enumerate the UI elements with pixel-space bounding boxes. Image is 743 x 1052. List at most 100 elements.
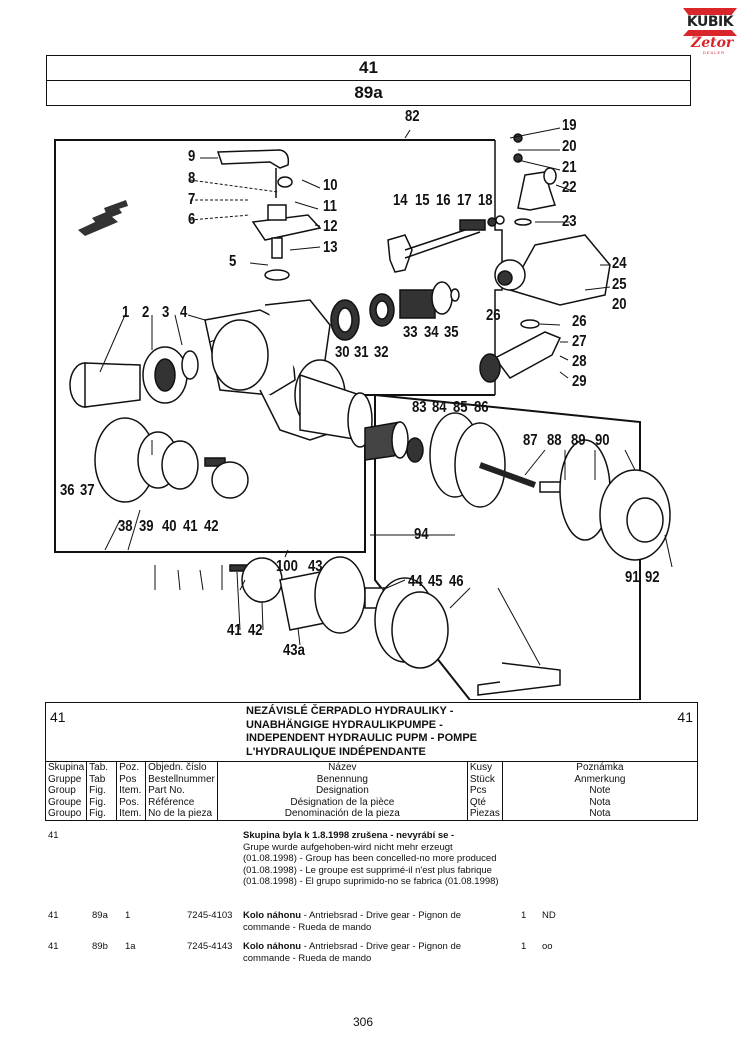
callout-25: 25: [612, 276, 627, 293]
callout-28: 28: [572, 353, 587, 370]
col-label: Denominación de la pieza: [284, 808, 400, 819]
callout-13: 13: [323, 239, 338, 256]
leader-lines: [99, 127, 673, 666]
title-line-en: INDEPENDENT HYDRAULIC PUPM - POMPE: [246, 732, 478, 744]
callout-2: 2: [142, 304, 150, 321]
bearings-part: [330, 281, 460, 341]
callout-17: 17: [457, 192, 472, 209]
col-label: Nota: [589, 796, 611, 808]
row-name-bold: Kolo náhonu: [243, 910, 302, 921]
row-name-rest: - Antriebsrad - Drive gear - Pignon de c…: [243, 910, 462, 933]
logo-brand: KUBIK: [686, 14, 734, 30]
col-label: Groupo: [48, 808, 82, 819]
callout-94: 94: [414, 526, 429, 543]
callout-32: 32: [374, 344, 389, 361]
callout-14: 14: [393, 192, 408, 209]
col-label: Qté: [469, 796, 486, 808]
col-label: Désignation de la pièce: [290, 796, 395, 808]
callout-83: 83: [412, 399, 427, 416]
callout-22: 22: [562, 179, 577, 196]
callout-8: 8: [188, 170, 196, 187]
header-group: 41: [359, 58, 378, 77]
callout-1: 1: [122, 304, 130, 321]
callout-19: 19: [562, 117, 577, 134]
col-label: Note: [589, 785, 611, 796]
group-number-left: 41: [50, 709, 66, 725]
row-name-rest: - Antriebsrad - Drive gear - Pignon de c…: [243, 941, 462, 964]
title-line-fr: L'HYDRAULIQUE INDÉPENDANTE: [246, 745, 426, 758]
callout-84: 84: [432, 399, 447, 416]
callout-31: 31: [354, 344, 369, 361]
callout-85: 85: [453, 399, 468, 416]
col-label: Tab.: [89, 762, 109, 773]
col-label: Poznámka: [576, 762, 624, 773]
col-label: No de la pieza: [148, 808, 213, 819]
suction-pipe-part: [479, 319, 562, 383]
col-label: Skupina: [48, 762, 85, 773]
callout-40: 40: [162, 518, 177, 535]
col-label: Pcs: [469, 785, 487, 796]
callout-100: 100: [276, 558, 298, 575]
col-name: Název Benennung Designation Désignation …: [216, 761, 468, 820]
row-name-bold: Skupina byla k 1.8.1998 zrušena - nevyrá…: [243, 830, 455, 841]
callout-36: 36: [60, 482, 75, 499]
row-part-no: 7245-4143: [187, 941, 233, 952]
callout-20b: 20: [612, 296, 627, 313]
group-title-row: 41 NEZÁVISLÉ ČERPADLO HYDRAULIKY - UNABH…: [46, 703, 697, 761]
page-number: 306: [353, 1015, 374, 1029]
callout-43a: 43a: [283, 642, 305, 659]
callout-11: 11: [323, 198, 337, 215]
group-title: NEZÁVISLÉ ČERPADLO HYDRAULIKY - UNABHÄNG…: [246, 705, 477, 759]
col-label: Název: [328, 762, 357, 773]
col-part-no: Objedn. číslo Bestellnummer Part No. Réf…: [145, 761, 218, 820]
col-note: Poznámka Anmerkung Note Nota Nota: [501, 761, 697, 820]
callout-12: 12: [323, 218, 338, 235]
title-line-de: UNABHÄNGIGE HYDRAULIKPUMPE -: [246, 718, 443, 731]
row-name-bold: Kolo náhonu: [243, 941, 302, 952]
callout-44: 44: [408, 573, 423, 590]
col-label: Bestellnummer: [148, 773, 215, 785]
col-tab: Tab. Tab Fig. Fig. Fig.: [86, 761, 117, 820]
callout-23: 23: [562, 213, 577, 230]
callout-46: 46: [449, 573, 464, 590]
col-label: Groupe: [48, 796, 82, 808]
callout-89: 89: [571, 432, 586, 449]
callout-30: 30: [335, 344, 350, 361]
callout-38: 38: [118, 518, 133, 535]
elbow-fitting-part: [513, 133, 557, 226]
callout-90: 90: [595, 432, 610, 449]
col-qty: Kusy Stück Pcs Qté Piezas: [466, 761, 503, 820]
col-label: Référence: [148, 796, 195, 808]
col-pos: Poz. Pos Item. Pos. Item.: [116, 761, 146, 820]
row-group: 41: [48, 941, 59, 952]
callout-41: 41: [183, 518, 198, 535]
col-label: Benennung: [316, 773, 368, 785]
row-tab: 89b: [92, 941, 108, 952]
valve-assembly-part: [364, 412, 671, 561]
callout-5: 5: [229, 253, 237, 270]
callout-26: 26: [572, 313, 587, 330]
callout-9: 9: [188, 148, 196, 165]
col-label: Gruppe: [48, 773, 82, 785]
callout-92: 92: [645, 569, 660, 586]
callout-43: 43: [308, 558, 323, 575]
logo-bar-top: [683, 8, 737, 15]
callout-86: 86: [474, 399, 489, 416]
callout-42: 42: [204, 518, 219, 535]
col-label: Poz.: [119, 762, 140, 773]
callout-20: 20: [562, 138, 577, 155]
shift-fork-part: [387, 215, 505, 273]
col-label: Pos.: [119, 796, 140, 808]
row-note: ND: [542, 910, 556, 921]
title-line-cz: NEZÁVISLÉ ČERPADLO HYDRAULIKY -: [246, 705, 454, 717]
column-headers: Skupina Gruppe Group Groupe Groupo Tab. …: [46, 761, 697, 820]
col-label: Fig.: [89, 785, 106, 796]
callout-45: 45: [428, 573, 443, 590]
col-label: Nota: [589, 808, 611, 819]
col-group: Skupina Gruppe Group Groupe Groupo: [46, 762, 87, 820]
filter-cap-assembly-part: [229, 556, 561, 696]
callout-7: 7: [188, 191, 196, 208]
callout-26a: 26: [486, 307, 501, 324]
header-table: 89a: [47, 80, 690, 105]
cover-plate-part: [251, 176, 322, 281]
